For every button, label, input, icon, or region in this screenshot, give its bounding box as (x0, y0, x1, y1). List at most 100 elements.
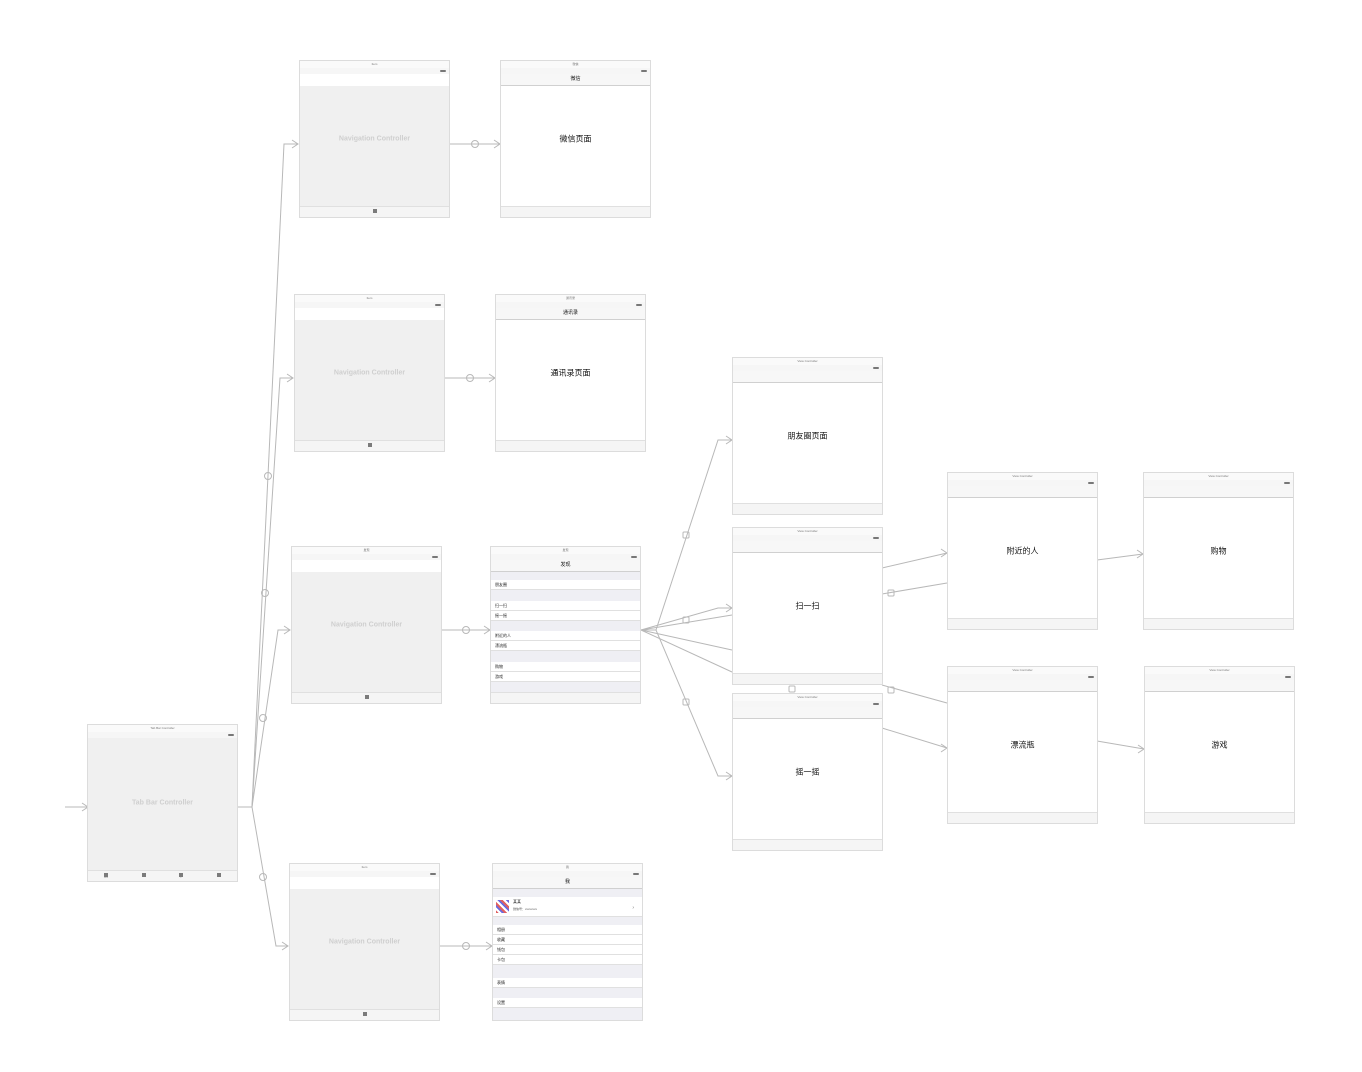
navigation-bar-title: 微信 (501, 74, 650, 86)
contacts-root-scene[interactable]: 通讯录 通讯录 通讯录页面 (495, 294, 646, 452)
navigation-bar (733, 371, 882, 383)
battery-icon (1284, 482, 1290, 484)
battery-icon (435, 304, 441, 306)
segue-to-bottle (881, 727, 948, 749)
segue-to-shopping (1096, 553, 1144, 561)
placeholder-body (290, 889, 439, 1010)
tab-item-icon (373, 209, 377, 213)
battery-icon (633, 873, 639, 875)
table-cell-cards[interactable]: 卡包 (493, 955, 642, 965)
drift-bottle-scene[interactable]: View Controller 漂流瓶 (947, 666, 1098, 824)
scan-scene[interactable]: View Controller 扫一扫 (732, 527, 883, 685)
game-scene[interactable]: View Controller 游戏 (1144, 666, 1295, 824)
table-cell-album[interactable]: 相册 (493, 925, 642, 935)
controller-type-label: Navigation Controller (330, 621, 403, 629)
controller-type-label: Navigation Controller (338, 135, 411, 143)
tab-item-4-icon[interactable] (217, 873, 221, 877)
shake-scene[interactable]: View Controller 摇一摇 (732, 693, 883, 851)
navigation-bar-title: 我 (493, 877, 642, 889)
segue-icon (682, 616, 690, 624)
segue-tabbar-to-nav-1 (238, 143, 298, 808)
battery-icon (440, 70, 446, 72)
tab-bar (733, 839, 882, 850)
battery-icon (432, 556, 438, 558)
tab-item-icon (363, 1012, 367, 1016)
table-cell-moments[interactable]: 朋友圈 (491, 580, 640, 590)
content-body (501, 86, 650, 207)
battery-icon (641, 70, 647, 72)
tab-bar (1144, 618, 1293, 629)
navigation-controller-scene-4[interactable]: Item Navigation Controller (289, 863, 440, 1021)
navigation-bar-title: 通讯录 (496, 308, 645, 320)
status-bar (733, 365, 882, 371)
tab-bar (501, 206, 650, 217)
battery-icon (873, 367, 879, 369)
content-body (1144, 498, 1293, 619)
battery-icon (631, 556, 637, 558)
table-cell-shopping[interactable]: 购物 (491, 662, 640, 672)
table-cell-shake[interactable]: 摇一摇 (491, 611, 640, 621)
relationship-icon (264, 472, 272, 480)
battery-icon (1088, 482, 1094, 484)
table-cell-wallet[interactable]: 钱包 (493, 945, 642, 955)
tab-bar (295, 440, 444, 451)
table-cell-nearby[interactable]: 附近的人 (491, 631, 640, 641)
moments-scene[interactable]: View Controller 朋友圈页面 (732, 357, 883, 515)
segue-tabbar-to-nav-2 (238, 377, 293, 808)
navigation-bar (1145, 680, 1294, 692)
tab-item-2-icon[interactable] (142, 873, 146, 877)
status-bar (948, 674, 1097, 680)
nearby-people-scene[interactable]: View Controller 附近的人 (947, 472, 1098, 630)
me-table-scene[interactable]: 我 我 某某 微信号：xxxxxxxx › 相册 收藏 钱包 卡包 表情 设置 (492, 863, 643, 1021)
table-cell-stickers[interactable]: 表情 (493, 978, 642, 988)
table-cell-scan[interactable]: 扫一扫 (491, 601, 640, 611)
status-bar (496, 302, 645, 308)
navigation-controller-scene-2[interactable]: Item Navigation Controller (294, 294, 445, 452)
table-cell-settings[interactable]: 设置 (493, 998, 642, 1008)
table-cell-bottle[interactable]: 漂流瓶 (491, 641, 640, 651)
navigation-controller-scene-1[interactable]: Item Navigation Controller (299, 60, 450, 218)
battery-icon (1088, 676, 1094, 678)
tab-item-1-label: Item (104, 877, 108, 879)
placeholder-body (88, 738, 237, 871)
placeholder-body (300, 86, 449, 207)
profile-cell[interactable]: 某某 微信号：xxxxxxxx › (493, 897, 642, 917)
battery-icon (228, 734, 234, 736)
status-bar (292, 554, 441, 560)
shopping-scene[interactable]: View Controller 购物 (1143, 472, 1294, 630)
segue-bottle-back (881, 684, 948, 704)
segue-to-nearby (881, 552, 948, 569)
relationship-icon (466, 374, 474, 382)
tab-item-3-icon[interactable] (179, 873, 183, 877)
segue-tabbar-to-nav-3 (238, 629, 290, 808)
table-cell-favorites[interactable]: 收藏 (493, 935, 642, 945)
discover-table-scene[interactable]: 发现 发现 朋友圈 扫一扫 摇一摇 附近的人 漂流瓶 购物 游戏 (490, 546, 641, 704)
battery-icon (430, 873, 436, 875)
battery-icon (873, 537, 879, 539)
page-label: 通讯录页面 (550, 368, 591, 378)
tab-bar (733, 503, 882, 514)
navigation-bar (948, 486, 1097, 498)
status-bar (948, 480, 1097, 486)
profile-subtitle: 微信号：xxxxxxxx (513, 907, 538, 911)
content-body (733, 553, 882, 674)
segue-tabbar-to-nav-4 (238, 806, 288, 947)
relationship-icon (471, 140, 479, 148)
tab-item-3-label: F (180, 877, 182, 879)
segue-to-game (1096, 740, 1145, 750)
tab-bar (491, 692, 640, 703)
segue-icon (682, 531, 690, 539)
navigation-controller-scene-3[interactable]: 发现 Navigation Controller (291, 546, 442, 704)
table-cell-game[interactable]: 游戏 (491, 672, 640, 682)
content-body (733, 383, 882, 504)
tab-item-1-icon[interactable] (104, 873, 108, 877)
tab-bar (496, 440, 645, 451)
tab-bar-controller-scene[interactable]: Tab Bar Controller Tab Bar Controller It… (87, 724, 238, 882)
wechat-root-scene[interactable]: 微信 微信 微信页面 (500, 60, 651, 218)
segue-discover-nearby (640, 629, 733, 651)
relationship-icon (462, 626, 470, 634)
relationship-icon (259, 873, 267, 881)
segue-discover-shake (641, 629, 732, 777)
segue-icon (682, 698, 690, 706)
page-label: 扫一扫 (795, 601, 820, 611)
